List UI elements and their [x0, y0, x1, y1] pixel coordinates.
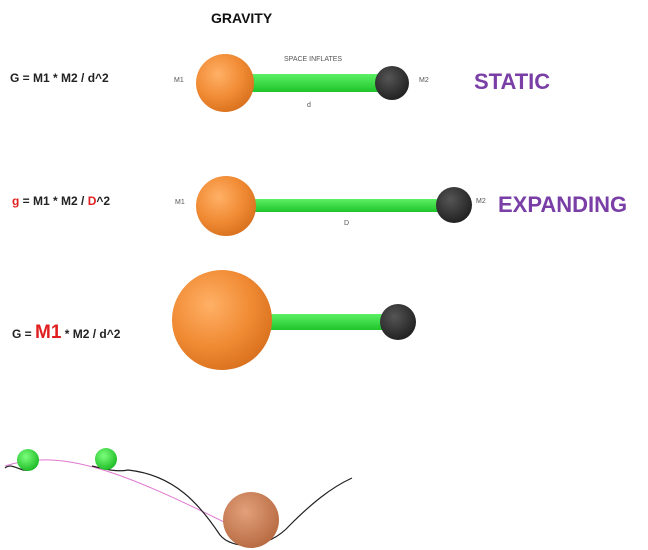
mass-m1-large-ball — [172, 270, 272, 370]
formula-G: G = — [12, 327, 35, 341]
formula-rest: * M2 / d^2 — [61, 327, 120, 341]
label-distance-d: d — [307, 102, 311, 109]
formula-large-mass: G = M1 * M2 / d^2 — [12, 322, 120, 344]
mass-m2-ball — [436, 187, 472, 223]
space-curve-black — [92, 466, 352, 545]
label-m1: M1 — [174, 77, 184, 84]
label-m2: M2 — [419, 77, 429, 84]
central-mass-ball — [223, 492, 279, 548]
mass-m2-ball — [380, 304, 416, 340]
label-m2: M2 — [476, 198, 486, 205]
label-m1: M1 — [175, 199, 185, 206]
mass-m2-ball — [375, 66, 409, 100]
rod-medium — [262, 314, 392, 330]
rod-long — [248, 199, 451, 212]
state-expanding: EXPANDING — [498, 192, 627, 218]
formula-static: G = M1 * M2 / d^2 — [10, 71, 109, 85]
large-mass-system — [172, 270, 416, 370]
state-static: STATIC — [474, 69, 550, 95]
gravity-well — [5, 448, 352, 548]
mass-m1-ball — [196, 54, 254, 112]
rod-short — [245, 74, 388, 92]
mass-m1-ball — [196, 176, 256, 236]
formula-end: ^2 — [96, 194, 110, 208]
space-curve-pink — [5, 460, 230, 525]
label-space-inflates: SPACE INFLATES — [284, 56, 342, 63]
expanding-system — [196, 176, 472, 236]
green-ball-left — [17, 449, 39, 471]
label-distance-D: D — [344, 220, 349, 227]
green-ball-right — [95, 448, 117, 470]
formula-mid: = M1 * M2 / — [19, 194, 87, 208]
formula-expanding: g = M1 * M2 / D^2 — [12, 194, 110, 208]
formula-M1-big: M1 — [35, 322, 61, 343]
